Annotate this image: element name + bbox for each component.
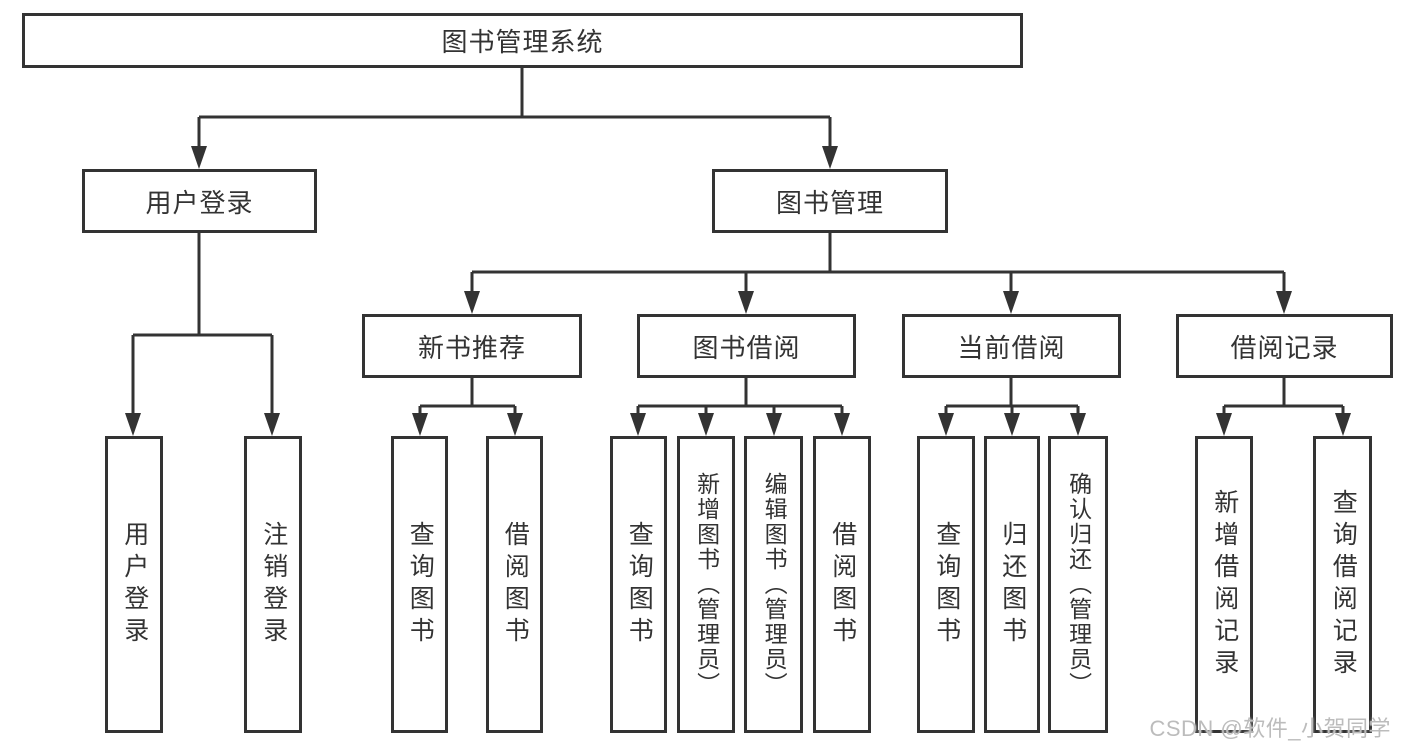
leaf-return-book: 归还图书	[984, 436, 1040, 733]
arrowhead	[191, 146, 207, 169]
leaf-query-books-3-label: 查询图书	[932, 520, 961, 649]
leaf-confirm-return-admin: 确认归还（管理员）	[1048, 436, 1108, 733]
leaf-logout: 注销登录	[244, 436, 302, 733]
arrowhead	[464, 291, 480, 314]
leaf-query-books-2-label: 查询图书	[625, 520, 654, 649]
arrowhead	[507, 413, 523, 436]
watermark: CSDN @软件_小贺同学	[1149, 716, 1391, 741]
leaf-user-login: 用户登录	[105, 436, 163, 733]
arrowhead	[822, 146, 838, 169]
leaf-query-books-2: 查询图书	[610, 436, 667, 733]
node-borrow-records: 借阅记录	[1176, 314, 1393, 378]
leaf-borrow-books-1-label: 借阅图书	[501, 520, 530, 649]
connector-login-to-leaves	[131, 233, 274, 418]
node-book-borrow: 图书借阅	[637, 314, 856, 378]
node-root-label: 图书管理系统	[441, 27, 604, 57]
arrowhead	[125, 413, 141, 436]
leaf-query-borrow-record-label: 查询借阅记录	[1329, 488, 1358, 681]
node-book-management-label: 图书管理	[775, 187, 884, 218]
leaf-user-login-label: 用户登录	[120, 520, 149, 649]
leaf-edit-book-admin: 编辑图书（管理员）	[744, 436, 803, 733]
leaf-return-book-label: 归还图书	[998, 520, 1027, 649]
arrowhead	[938, 413, 954, 436]
leaf-add-borrow-record-label: 新增借阅记录	[1210, 488, 1239, 681]
node-book-management: 图书管理	[712, 169, 948, 233]
leaf-logout-label: 注销登录	[259, 520, 288, 649]
connector-current-to-leaves	[944, 378, 1080, 418]
arrowhead	[738, 291, 754, 314]
node-current-borrow: 当前借阅	[902, 314, 1121, 378]
connector-records-to-leaves	[1222, 378, 1345, 418]
leaf-borrow-books-2: 借阅图书	[813, 436, 871, 733]
connector-root-to-level2	[197, 68, 832, 150]
connector-lines	[131, 68, 1345, 418]
arrowhead	[1276, 291, 1292, 314]
leaf-query-books-1-label: 查询图书	[406, 520, 435, 649]
leaf-confirm-return-admin-label: 确认归还（管理员）	[1065, 472, 1092, 697]
leaf-add-borrow-record: 新增借阅记录	[1195, 436, 1253, 733]
leaf-query-books-3: 查询图书	[917, 436, 975, 733]
node-borrow-records-label: 借阅记录	[1230, 332, 1339, 363]
node-user-login: 用户登录	[82, 169, 317, 233]
leaf-borrow-books-2-label: 借阅图书	[828, 520, 857, 649]
node-user-login-label: 用户登录	[145, 187, 254, 218]
arrowhead	[412, 413, 428, 436]
leaf-add-book-admin-label: 新增图书（管理员）	[693, 472, 720, 697]
arrowhead	[1070, 413, 1086, 436]
leaf-borrow-books-1: 借阅图书	[486, 436, 543, 733]
leaf-edit-book-admin-label: 编辑图书（管理员）	[761, 472, 788, 697]
connector-newbooks-to-leaves	[418, 378, 517, 418]
node-root: 图书管理系统	[22, 13, 1023, 68]
arrowhead	[264, 413, 280, 436]
connector-borrow-to-leaves	[636, 378, 844, 418]
node-new-book-recommend-label: 新书推荐	[417, 332, 526, 363]
arrowhead	[630, 413, 646, 436]
connector-arrowheads	[125, 146, 1351, 436]
connector-bookmgmt-to-level3	[470, 233, 1286, 296]
arrowhead	[834, 413, 850, 436]
arrowhead	[766, 413, 782, 436]
leaf-query-books-1: 查询图书	[391, 436, 448, 733]
arrowhead	[1216, 413, 1232, 436]
arrowhead	[698, 413, 714, 436]
node-current-borrow-label: 当前借阅	[957, 332, 1066, 363]
arrowhead	[1003, 291, 1019, 314]
leaf-query-borrow-record: 查询借阅记录	[1313, 436, 1372, 733]
node-new-book-recommend: 新书推荐	[362, 314, 582, 378]
leaf-add-book-admin: 新增图书（管理员）	[677, 436, 735, 733]
arrowhead	[1335, 413, 1351, 436]
node-book-borrow-label: 图书借阅	[692, 332, 801, 363]
arrowhead	[1004, 413, 1020, 436]
